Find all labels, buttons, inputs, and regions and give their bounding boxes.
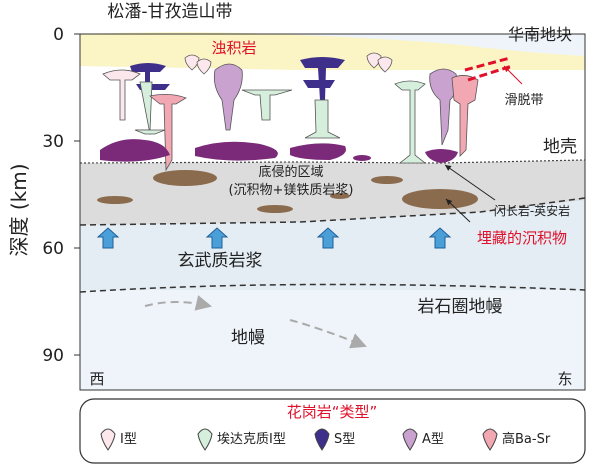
mafic-intrusions: [100, 139, 458, 163]
east-label: 东: [557, 370, 572, 388]
y-tick-0: 0: [53, 25, 64, 45]
balloon-pin-icon: [100, 428, 116, 451]
up-arrow-1: [96, 227, 120, 249]
balloon-pin-icon: [314, 428, 330, 451]
pluton-adakitic-2: [241, 89, 293, 121]
turbidite-label: 浊积岩: [211, 39, 256, 57]
pluton-adakitic-3: [304, 99, 341, 139]
legend-item-label: I型: [120, 432, 137, 447]
legend: 花岗岩“类型” I型 埃达克质I型 S型 A型 高Ba-Sr: [79, 398, 586, 464]
buried-sediment-label: 埋藏的沉积物: [477, 229, 567, 247]
south-china-label: 华南地块: [508, 25, 572, 44]
basaltic-magma-label: 玄武质岩浆: [178, 251, 263, 271]
legend-item-label: S型: [334, 432, 355, 447]
mantle-flow-arrows: [144, 295, 367, 349]
up-arrow-3: [316, 227, 340, 249]
up-arrow-2: [205, 227, 229, 249]
y-axis-ticks: [74, 33, 80, 356]
mantle-label: 地幔: [231, 328, 265, 348]
legend-items: I型 埃达克质I型 S型 A型 高Ba-Sr: [100, 428, 551, 451]
legend-item: A型: [402, 428, 444, 451]
y-axis-label: 深度 (km): [7, 163, 31, 256]
diorite-pointer: [444, 164, 496, 201]
upwelling-arrows: [96, 227, 452, 249]
legend-item-label: 高Ba-Sr: [502, 431, 551, 447]
legend-item: S型: [314, 428, 355, 451]
small-i-type-markers: [184, 52, 393, 75]
y-tick-60: 60: [42, 239, 64, 259]
crust-boundary: [79, 159, 586, 164]
legend-title: 花岗岩“类型”: [287, 403, 378, 421]
west-label: 西: [89, 370, 104, 388]
y-tick-90: 90: [42, 346, 64, 366]
pluton-i-type-2: [149, 94, 187, 172]
legend-item: 埃达克质I型: [197, 428, 286, 451]
legend-item: 高Ba-Sr: [482, 428, 551, 451]
orogen-title: 松潘-甘孜造山带: [107, 2, 232, 22]
y-axis-tick-labels: 0 30 60 90: [42, 25, 64, 366]
underplated-zone-sublabel: (沉积物+镁铁质岩浆): [228, 183, 353, 198]
sediment-blobs: [97, 170, 478, 213]
sediment-pointer: [445, 198, 471, 223]
pluton-high-ba-sr: [451, 75, 479, 157]
underplated-zone-label: 底侵的区域: [258, 164, 323, 180]
y-tick-30: 30: [42, 132, 64, 152]
lithospheric-mantle-label: 岩石圈地幔: [418, 297, 503, 317]
underplate-boundary: [79, 197, 586, 226]
diorite-label: 闪长岩-英安岩: [494, 203, 570, 218]
diagram-frame: [79, 33, 586, 391]
up-arrow-4: [428, 227, 452, 249]
pluton-adakitic-1: [134, 81, 166, 135]
balloon-pin-icon: [482, 428, 498, 451]
pluton-adakitic-4: [394, 80, 427, 164]
pluton-s-type-center: [300, 57, 345, 100]
pluton-i-type-1: [102, 69, 141, 121]
crust-label: 地壳: [543, 137, 577, 157]
pluton-a-type-1: [213, 63, 243, 131]
detachment-label: 滑脱带: [504, 93, 543, 108]
legend-item-label: A型: [422, 432, 444, 447]
lithosphere-boundary: [79, 283, 586, 293]
legend-item: I型: [100, 428, 137, 451]
legend-item-label: 埃达克质I型: [217, 432, 286, 447]
balloon-pin-icon: [402, 428, 418, 451]
detachment-pointer: [503, 65, 523, 85]
balloon-pin-icon: [197, 428, 213, 451]
